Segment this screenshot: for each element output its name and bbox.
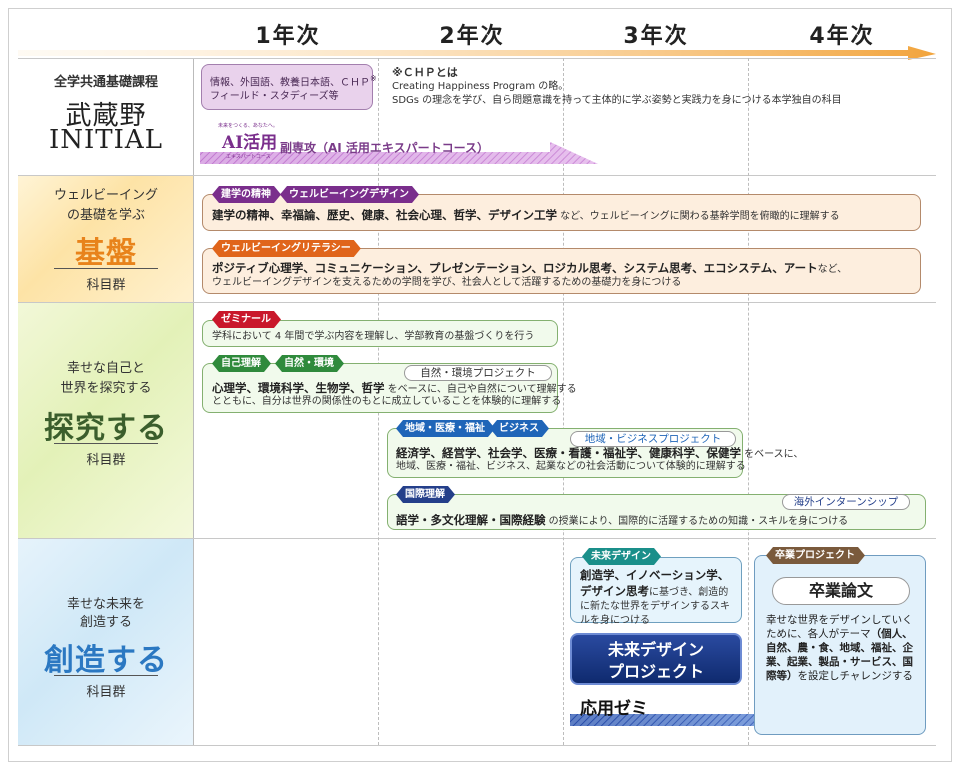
category-tankyu: 幸せな自己と 世界を探究する 探究する 科目群 <box>18 303 194 538</box>
ai-logo-tagline: 未来をつくる、あなたへ。 <box>218 123 278 129</box>
grid-line <box>18 58 936 59</box>
ai-logo-mark: AI活用 <box>222 133 278 153</box>
future-design-box <box>570 557 742 623</box>
graduation-thesis-description: 幸せな世界をデザインしていくために、各人がテーマ（個人、自然、農・食、地域、福祉… <box>766 614 913 682</box>
tag-wellbeing-design: ウェルビーイングデザイン <box>280 186 419 203</box>
future-design-text: 創造学、イノベーション学、デザイン思考に基づき、創造的に新たな世界をデザインする… <box>580 568 730 626</box>
tag-future-design: 未来デザイン <box>582 548 661 565</box>
applied-seminar-label: 応用ゼミ <box>580 699 648 719</box>
kiban-subtitle-2: の基礎を学ぶ <box>66 208 145 223</box>
international-text: 語学・多文化理解・国際経験 の授業により、国際的に活躍するための知識・スキルを身… <box>396 513 849 527</box>
kiban-box-2-text-2: ウェルビーイングデザインを支えるための学問を学び、社会人として活躍するための基礎… <box>212 277 682 288</box>
overseas-internship-pill: 海外インターンシップ <box>782 494 910 510</box>
souzou-title: 創造する <box>44 643 168 678</box>
year-3-label: 3年次 <box>623 24 689 49</box>
initial-title-1: 武蔵野 <box>65 101 147 131</box>
souzou-underline <box>54 675 158 676</box>
kiban-box-2-text: ポジティブ心理学、コミュニケーション、プレゼンテーション、ロジカル思考、システム… <box>212 261 848 275</box>
chp-note-title: ※ＣＨＰとは <box>392 66 458 79</box>
kiban-title: 基盤 <box>75 236 137 271</box>
tag-self-understanding: 自己理解 <box>212 355 271 372</box>
chp-note: ※ＣＨＰとは Creating Happiness Program の略。 SD… <box>392 66 842 108</box>
future-design-project-line-2: プロジェクト <box>607 662 704 681</box>
tag-founding-spirit: 建学の精神 <box>212 186 281 203</box>
ai-course-logo: 未来をつくる、あなたへ。 AI活用 エキスパートコース <box>200 120 278 164</box>
initial-title-2: INITIAL <box>49 125 163 155</box>
kiban-subtitle-1: ウェルビーイング <box>53 188 158 203</box>
tag-wellbeing-literacy: ウェルビーイングリテラシー <box>212 240 361 257</box>
year-2-label: 2年次 <box>439 24 505 49</box>
grid-line <box>18 745 936 746</box>
tankyu-title: 探究する <box>44 411 168 446</box>
seminar-text: 学科において 4 年間で学ぶ内容を理解し、学部教育の基盤づくりを行う <box>212 331 535 342</box>
category-initial: 全学共通基礎課程 武蔵野 INITIAL <box>18 59 194 175</box>
tag-region-medical-welfare: 地域・医療・福祉 <box>396 420 495 437</box>
category-souzou: 幸せな未来を 創造する 創造する 科目群 <box>18 539 194 745</box>
chp-note-line-1: Creating Happiness Program の略。 <box>392 81 569 92</box>
grid-line <box>18 302 936 303</box>
tag-graduation-project: 卒業プロジェクト <box>766 547 865 564</box>
nature-text-2: とともに、自分は世界の関係性のもとに成立していることを体験的に理解する <box>212 396 562 407</box>
nature-text-1: 心理学、環境科学、生物学、哲学 をベースに、自己や自然について理解する <box>212 381 577 395</box>
tankyu-subtitle-1: 幸せな自己と <box>66 361 145 376</box>
future-design-project: 未来デザイン プロジェクト <box>570 633 742 685</box>
kiban-underline <box>54 268 158 269</box>
tag-business: ビジネス <box>490 420 549 437</box>
future-design-project-line-1: 未来デザイン <box>607 640 704 659</box>
year-4-label: 4年次 <box>809 24 875 49</box>
nature-project-pill: 自然・環境プロジェクト <box>404 365 552 381</box>
ai-course-label: 副専攻（AI 活用エキスパートコース） <box>280 141 489 155</box>
kiban-footer: 科目群 <box>86 278 126 293</box>
initial-courses-box <box>201 64 373 110</box>
region-text-1: 経済学、経営学、社会学、医療・看護・福祉学、健康科学、保健学 をベースに、 <box>396 446 804 460</box>
tag-international: 国際理解 <box>396 486 455 503</box>
region-text-2: 地域、医療・福祉、ビジネス、起業などの社会活動について体験的に理解する <box>396 461 746 472</box>
grid-line <box>18 538 936 539</box>
kiban-box-1-text: 建学の精神、幸福論、歴史、健康、社会心理、哲学、デザイン工学 など、ウェルビーイ… <box>212 208 840 222</box>
year-divider <box>748 58 749 745</box>
initial-courses-line-2: フィールド・スタディーズ等 <box>210 91 339 102</box>
year-timeline-arrow <box>18 46 936 60</box>
ai-logo-subtitle: エキスパートコース <box>226 154 271 160</box>
region-business-project-pill: 地域・ビジネスプロジェクト <box>570 431 736 447</box>
tag-seminar: ゼミナール <box>212 311 281 328</box>
chp-note-line-2: SDGs の理念を学び、自ら問題意識を持って主体的に学ぶ姿勢と実践力を身につける… <box>392 95 842 106</box>
souzou-footer: 科目群 <box>86 685 126 700</box>
initial-courses-line-1: 情報、外国語、教養日本語、ＣＨＰ※ <box>210 74 377 89</box>
ai-course-arrow <box>200 142 598 164</box>
grid-line <box>18 175 936 176</box>
tankyu-footer: 科目群 <box>86 453 126 468</box>
souzou-subtitle-1: 幸せな未来を <box>66 597 145 612</box>
tag-nature-environment: 自然・環境 <box>275 355 344 372</box>
category-kiban: ウェルビーイング の基礎を学ぶ 基盤 科目群 <box>18 176 194 302</box>
souzou-subtitle-2: 創造する <box>79 615 132 630</box>
tankyu-underline <box>54 443 158 444</box>
year-1-label: 1年次 <box>255 24 321 49</box>
initial-subtitle: 全学共通基礎課程 <box>53 75 158 90</box>
graduation-thesis-title: 卒業論文 <box>772 577 910 605</box>
year-divider <box>563 58 564 745</box>
tankyu-subtitle-2: 世界を探究する <box>60 381 152 396</box>
